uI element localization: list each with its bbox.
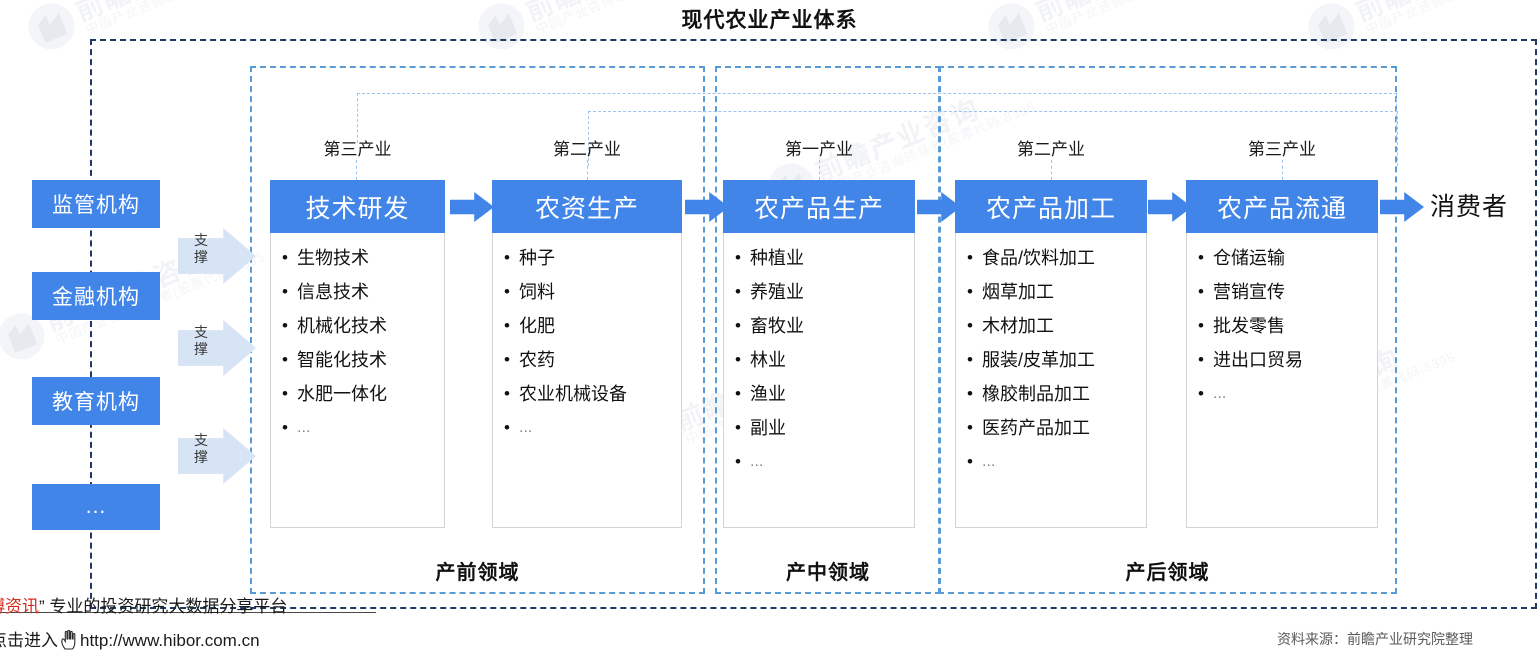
list-item: 仓储运输 — [1187, 245, 1377, 271]
list-item: 智能化技术 — [271, 347, 444, 373]
list-item: 木材加工 — [956, 313, 1146, 339]
stage-title: 农资生产 — [492, 180, 682, 233]
footer-quote: ” — [39, 597, 45, 616]
sidebar-item-financial[interactable]: 金融机构 — [32, 272, 160, 320]
list-item: 进出口贸易 — [1187, 347, 1377, 373]
item-list: 生物技术信息技术机械化技术智能化技术水肥一体化... — [271, 245, 444, 441]
list-item: 林业 — [724, 347, 914, 373]
footer-link-row[interactable]: 点击进入 http://www.hibor.com.cn — [0, 626, 260, 651]
connector-bracket-secondary — [588, 111, 1398, 166]
connector-stub-col2 — [819, 160, 820, 180]
stage-column-agri-inputs[interactable]: 第二产业 农资生产 种子饲料化肥农药农业机械设备... — [492, 140, 682, 528]
footer-enter-text: 点击进入 — [0, 631, 58, 650]
list-item: 营销宣传 — [1187, 279, 1377, 305]
sector-label: 第三产业 — [323, 140, 392, 159]
region-label-pre: 产前领域 — [435, 562, 520, 584]
system-boundary-frame — [90, 39, 1537, 609]
item-list: 种植业养殖业畜牧业林业渔业副业... — [724, 245, 914, 475]
connector-bracket-tertiary-left — [357, 93, 1397, 143]
stage-item-list: 仓储运输营销宣传批发零售进出口贸易... — [1186, 233, 1378, 528]
support-arrow-label: 支撑 — [194, 324, 208, 357]
list-item: ... — [493, 415, 681, 441]
stage-title: 农产品流通 — [1186, 180, 1378, 233]
list-item: 种子 — [493, 245, 681, 271]
list-item: 化肥 — [493, 313, 681, 339]
list-item: ... — [724, 449, 914, 475]
support-arrow-label: 支撑 — [194, 232, 208, 265]
stage-column-agri-distribution[interactable]: 第三产业 农产品流通 仓储运输营销宣传批发零售进出口贸易... — [1186, 140, 1378, 528]
list-item: 生物技术 — [271, 245, 444, 271]
sidebar-item-education[interactable]: 教育机构 — [32, 377, 160, 425]
region-label-post: 产后领域 — [1125, 562, 1210, 584]
footer-divider — [0, 612, 376, 613]
footer-tagline-text: 专业的投资研究大数据分享平台 — [49, 597, 288, 616]
list-item: 农业机械设备 — [493, 381, 681, 407]
sector-label: 第一产业 — [785, 140, 853, 159]
connector-stub-col0 — [356, 160, 357, 180]
list-item: 畜牧业 — [724, 313, 914, 339]
item-list: 种子饲料化肥农药农业机械设备... — [493, 245, 681, 441]
stage-item-list: 食品/饮料加工烟草加工木材加工服装/皮革加工橡胶制品加工医药产品加工... — [955, 233, 1147, 528]
consumer-label: 消费者 — [1430, 193, 1509, 221]
list-item: 烟草加工 — [956, 279, 1146, 305]
region-frame-mid — [715, 66, 941, 594]
list-item: ... — [956, 449, 1146, 475]
list-item: 信息技术 — [271, 279, 444, 305]
list-item: 水肥一体化 — [271, 381, 444, 407]
stage-item-list: 生物技术信息技术机械化技术智能化技术水肥一体化... — [270, 233, 445, 528]
list-item: 服装/皮革加工 — [956, 347, 1146, 373]
footer-brand: 博资讯 — [0, 597, 39, 616]
list-item: 农药 — [493, 347, 681, 373]
sector-label: 第三产业 — [1248, 140, 1316, 159]
sidebar-item-more[interactable]: ... — [32, 484, 160, 530]
list-item: 副业 — [724, 415, 914, 441]
connector-stub-col4 — [1282, 160, 1283, 180]
connector-stub-col3 — [1051, 160, 1052, 180]
stage-item-list: 种子饲料化肥农药农业机械设备... — [492, 233, 682, 528]
list-item: 食品/饮料加工 — [956, 245, 1146, 271]
footer-tagline: 博资讯” 专业的投资研究大数据分享平台 — [0, 592, 287, 617]
item-list: 仓储运输营销宣传批发零售进出口贸易... — [1187, 245, 1377, 407]
support-arrow-label: 支撑 — [194, 432, 208, 465]
page-title: 现代农业产业体系 — [681, 9, 858, 32]
stage-title: 技术研发 — [270, 180, 445, 233]
list-item: 橡胶制品加工 — [956, 381, 1146, 407]
sector-label: 第二产业 — [1017, 140, 1085, 159]
stage-title: 农产品加工 — [955, 180, 1147, 233]
list-item: 种植业 — [724, 245, 914, 271]
list-item: ... — [271, 415, 444, 441]
stage-column-tech-rd[interactable]: 第三产业 技术研发 生物技术信息技术机械化技术智能化技术水肥一体化... — [270, 140, 445, 528]
connector-stub-col1 — [587, 160, 588, 180]
hand-cursor-icon — [59, 629, 79, 651]
stage-column-agri-processing[interactable]: 第二产业 农产品加工 食品/饮料加工烟草加工木材加工服装/皮革加工橡胶制品加工医… — [955, 140, 1147, 528]
footer-url[interactable]: http://www.hibor.com.cn — [80, 631, 260, 650]
list-item: 饲料 — [493, 279, 681, 305]
list-item: 医药产品加工 — [956, 415, 1146, 441]
sidebar-item-regulator[interactable]: 监管机构 — [32, 180, 160, 228]
source-note: 资料来源：前瞻产业研究院整理 — [1277, 631, 1473, 647]
sector-label: 第二产业 — [553, 140, 621, 159]
stage-column-agri-production[interactable]: 第一产业 农产品生产 种植业养殖业畜牧业林业渔业副业... — [723, 140, 915, 528]
list-item: ... — [1187, 381, 1377, 407]
region-label-mid: 产中领域 — [786, 562, 870, 584]
item-list: 食品/饮料加工烟草加工木材加工服装/皮革加工橡胶制品加工医药产品加工... — [956, 245, 1146, 475]
list-item: 机械化技术 — [271, 313, 444, 339]
stage-title: 农产品生产 — [723, 180, 915, 233]
region-frame-post — [938, 66, 1397, 594]
list-item: 批发零售 — [1187, 313, 1377, 339]
list-item: 渔业 — [724, 381, 914, 407]
list-item: 养殖业 — [724, 279, 914, 305]
region-frame-pre — [250, 66, 705, 594]
stage-item-list: 种植业养殖业畜牧业林业渔业副业... — [723, 233, 915, 528]
